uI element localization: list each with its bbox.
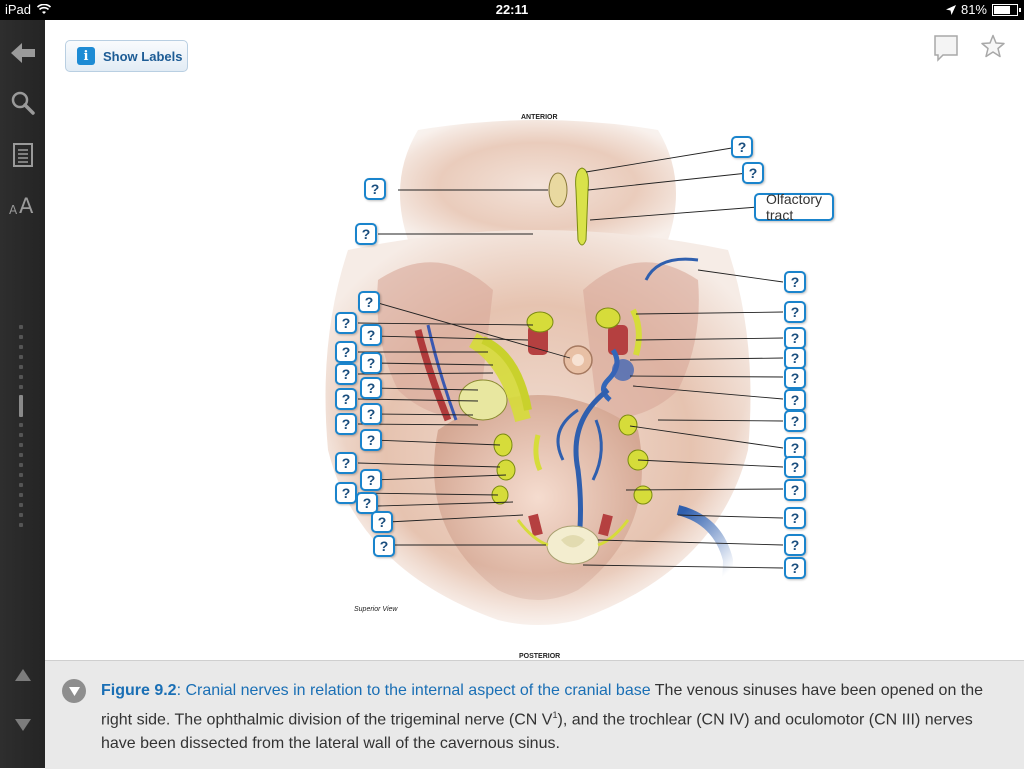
caption-text: Figure 9.2: Cranial nerves in relation t…	[101, 679, 1001, 756]
clock: 22:11	[495, 2, 529, 17]
search-icon	[11, 91, 35, 115]
hidden-label-hotspot[interactable]: ?	[360, 377, 382, 399]
caption-body-continued: ), and the trochlear (CN IV) and oculomo…	[101, 711, 973, 753]
caption-superscript: 1	[552, 710, 558, 720]
hidden-label-hotspot[interactable]: ?	[731, 136, 753, 158]
caption-body: The venous sinuses have been opened on t…	[101, 682, 984, 729]
hidden-label-hotspot[interactable]: ?	[335, 413, 357, 435]
info-icon: i	[77, 47, 95, 65]
hidden-label-hotspot[interactable]: ?	[742, 162, 764, 184]
page-progress-indicator[interactable]	[19, 325, 23, 555]
hidden-label-hotspot[interactable]: ?	[335, 452, 357, 474]
olfactory-tract-label[interactable]: Olfactory tract	[754, 191, 835, 223]
battery-icon	[992, 3, 1021, 16]
location-arrow-icon	[945, 4, 956, 15]
contents-button[interactable]	[8, 140, 38, 170]
hidden-label-hotspot[interactable]: ?	[335, 388, 357, 410]
document-list-icon	[13, 143, 33, 167]
svg-text:A: A	[9, 203, 18, 216]
hidden-label-hotspot[interactable]: ?	[784, 507, 806, 529]
hidden-label-hotspot[interactable]: ?	[360, 469, 382, 491]
note-button[interactable]	[934, 34, 958, 67]
superior-view-label: Superior View	[354, 606, 398, 613]
hidden-label-hotspot[interactable]: ?	[784, 534, 806, 556]
speech-bubble-icon	[934, 35, 958, 62]
hidden-label-hotspot[interactable]: ?	[360, 403, 382, 425]
hidden-label-hotspot[interactable]: ?	[335, 482, 357, 504]
hidden-label-hotspot[interactable]: ?	[784, 271, 806, 293]
caption-separator: :	[176, 682, 186, 699]
hidden-label-hotspot[interactable]: ?	[784, 367, 806, 389]
battery-percent: 81%	[960, 2, 987, 17]
hidden-label-hotspot[interactable]: ?	[784, 301, 806, 323]
hidden-label-hotspot[interactable]: ?	[784, 557, 806, 579]
wifi-icon	[37, 4, 52, 14]
device-name: iPad	[5, 2, 32, 17]
hidden-label-hotspot[interactable]: ?	[784, 456, 806, 478]
hidden-label-hotspot[interactable]: ?	[784, 410, 806, 432]
star-icon	[981, 34, 1005, 58]
hidden-label-hotspot[interactable]: ?	[364, 178, 386, 200]
next-page-button[interactable]	[8, 710, 38, 740]
hidden-label-hotspot[interactable]: ?	[335, 312, 357, 334]
show-labels-button[interactable]: i Show Labels	[65, 40, 188, 72]
anatomy-figure: ANTERIOR Superior View POSTERIOR ? ? ? ?…	[278, 90, 835, 660]
show-labels-label: Show Labels	[103, 48, 183, 64]
hidden-label-hotspot[interactable]: ?	[784, 479, 806, 501]
back-button[interactable]	[8, 38, 38, 68]
hidden-label-hotspot[interactable]: ?	[784, 327, 806, 349]
hidden-label-hotspot[interactable]: ?	[358, 291, 380, 313]
status-bar: iPad 22:11 81%	[0, 0, 1024, 20]
main-content: i Show Labels	[45, 20, 1024, 660]
figure-number: Figure 9.2	[101, 682, 177, 699]
collapse-caption-button[interactable]	[62, 679, 86, 703]
hidden-label-hotspot[interactable]: ?	[355, 223, 377, 245]
search-button[interactable]	[8, 88, 38, 118]
hidden-label-hotspot[interactable]: ?	[784, 347, 806, 369]
hidden-label-hotspot[interactable]: ?	[360, 352, 382, 374]
hidden-label-hotspot[interactable]: ?	[784, 389, 806, 411]
hidden-label-hotspot[interactable]: ?	[373, 535, 395, 557]
triangle-down-icon	[15, 719, 31, 731]
previous-page-button[interactable]	[8, 660, 38, 690]
back-arrow-icon	[11, 43, 35, 63]
anterior-label: ANTERIOR	[521, 114, 558, 121]
triangle-down-icon	[68, 686, 80, 696]
hidden-label-hotspot[interactable]: ?	[371, 511, 393, 533]
posterior-label: POSTERIOR	[519, 653, 561, 660]
figure-caption-panel: Figure 9.2: Cranial nerves in relation t…	[45, 660, 1024, 769]
hidden-label-hotspot[interactable]: ?	[335, 363, 357, 385]
bookmark-button[interactable]	[981, 34, 1005, 63]
svg-text:A: A	[19, 194, 34, 216]
hidden-label-hotspot[interactable]: ?	[360, 429, 382, 451]
triangle-up-icon	[15, 669, 31, 681]
hidden-label-hotspot[interactable]: ?	[335, 341, 357, 363]
hidden-label-hotspot[interactable]: ?	[356, 492, 378, 514]
figure-title: Cranial nerves in relation to the intern…	[185, 682, 651, 699]
hidden-label-hotspot[interactable]: ?	[360, 324, 382, 346]
